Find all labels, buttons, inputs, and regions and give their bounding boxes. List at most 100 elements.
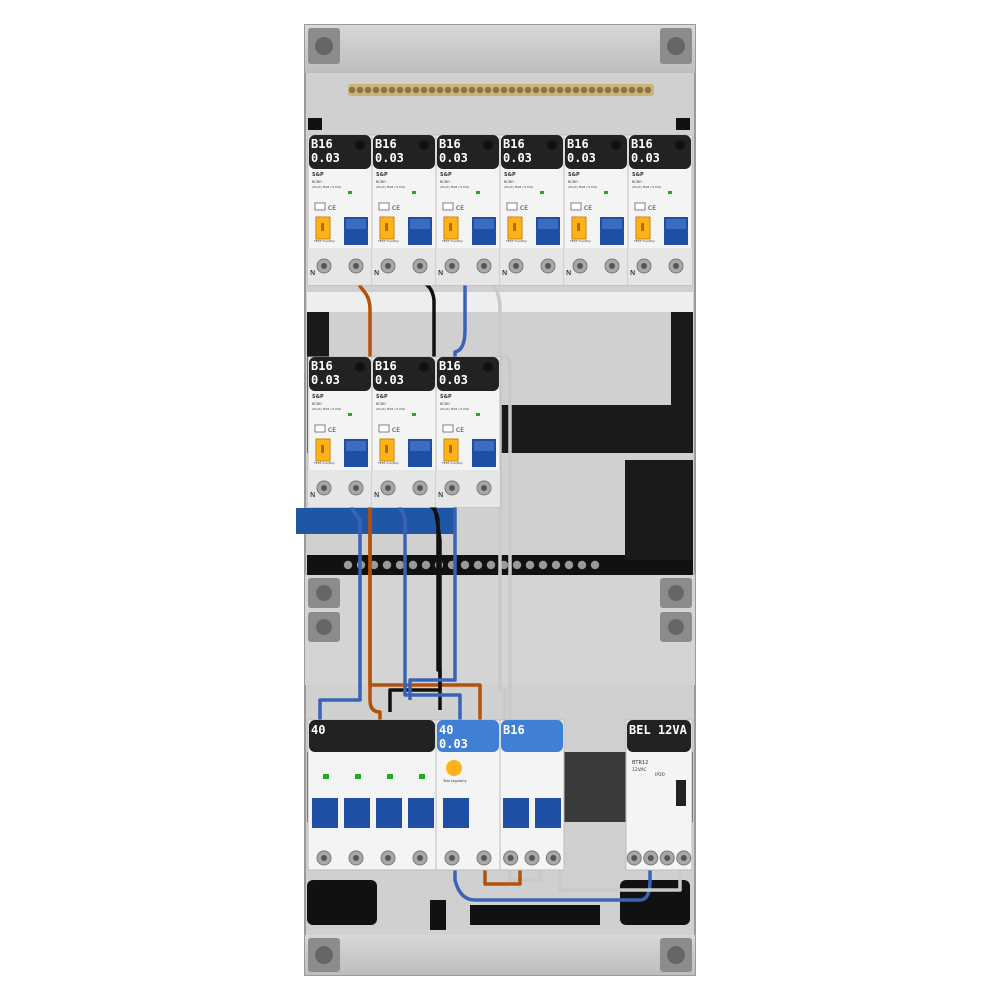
earth-screw xyxy=(382,560,392,570)
wire xyxy=(558,862,682,892)
test-monthly-label: TEST monthly xyxy=(377,461,399,465)
comb-pin xyxy=(348,86,356,94)
breaker-sensitivity: 0.03 xyxy=(311,373,340,387)
toggle-handle[interactable] xyxy=(443,798,469,828)
comb-pin xyxy=(468,86,476,94)
breaker-sensitivity: 0.03 xyxy=(503,151,532,165)
model-label: RCBO xyxy=(312,180,322,184)
brand-label: S&P xyxy=(632,172,644,178)
ce-mark: CE xyxy=(456,205,464,212)
module-rating: BEL 12VA xyxy=(629,723,688,737)
test-monthly-label: TEST monthly xyxy=(633,239,655,243)
earth-screw xyxy=(577,560,587,570)
breaker-rating: B16 xyxy=(311,137,333,151)
earth-screw xyxy=(564,560,574,570)
brand-label: S&P xyxy=(568,172,580,178)
ce-mark: CE xyxy=(328,205,336,212)
toggle-handle[interactable] xyxy=(535,798,561,828)
earth-screw xyxy=(343,560,353,570)
wire xyxy=(368,500,482,722)
comb-pin xyxy=(516,86,524,94)
neutral-label: N xyxy=(374,269,379,277)
module-rating: 40 xyxy=(439,723,453,737)
earth-screw xyxy=(512,560,522,570)
pole-handle[interactable] xyxy=(312,798,338,828)
comb-pin xyxy=(636,86,644,94)
model-label: RCBO xyxy=(632,180,642,184)
ce-mark: CE xyxy=(456,427,464,434)
breaker-rating: B16 xyxy=(631,137,653,151)
comb-pin xyxy=(372,86,380,94)
model-label: RCBO xyxy=(376,180,386,184)
bell-ip: IP20 xyxy=(655,772,665,778)
breaker-sensitivity: 0.03 xyxy=(439,373,468,387)
breaker-sensitivity: 0.03 xyxy=(375,151,404,165)
comb-pin xyxy=(532,86,540,94)
test-button[interactable] xyxy=(446,760,462,776)
pole-handle[interactable] xyxy=(408,798,434,828)
comb-pin xyxy=(572,86,580,94)
brand-label: S&P xyxy=(312,394,324,400)
corner-mount-icons xyxy=(308,28,692,972)
neutral-label: N xyxy=(502,269,507,277)
test-monthly-label: TEST monthly xyxy=(569,239,591,243)
breaker-sensitivity: 0.03 xyxy=(375,373,404,387)
comb-pin xyxy=(420,86,428,94)
breaker-rating: B16 xyxy=(439,359,461,373)
neutral-label: N xyxy=(374,491,379,499)
brand-label: S&P xyxy=(376,172,388,178)
breaker-rating: B16 xyxy=(503,137,525,151)
earth-screw xyxy=(460,560,470,570)
comb-pin xyxy=(428,86,436,94)
comb-pin xyxy=(548,86,556,94)
comb-pin xyxy=(404,86,412,94)
neutral-label: N xyxy=(438,269,443,277)
spec-label: 1P+N / B16 / 0.03A xyxy=(376,407,406,411)
pole-handle[interactable] xyxy=(376,798,402,828)
toggle-handle[interactable] xyxy=(503,798,529,828)
spec-label: 1P+N / B16 / 0.03A xyxy=(632,185,662,189)
main-switch[interactable]: 40 xyxy=(307,719,437,871)
comb-pin xyxy=(628,86,636,94)
comb-pin xyxy=(492,86,500,94)
neutral-label: N xyxy=(630,269,635,277)
comb-pin xyxy=(388,86,396,94)
comb-pin xyxy=(620,86,628,94)
bell-model: BTR12 xyxy=(632,760,648,766)
test-monthly-label: TEST monthly xyxy=(441,239,463,243)
earth-screw xyxy=(421,560,431,570)
comb-pin xyxy=(396,86,404,94)
pole-handle[interactable] xyxy=(344,798,370,828)
comb-pin xyxy=(588,86,596,94)
comb-pin xyxy=(460,86,468,94)
comb-pin xyxy=(556,86,564,94)
module-rating: 40 xyxy=(311,723,325,737)
ce-mark: CE xyxy=(392,427,400,434)
mcb[interactable]: B16 xyxy=(499,719,565,871)
breaker-rating: B16 xyxy=(375,359,397,373)
earth-screw xyxy=(551,560,561,570)
breaker-sensitivity: 0.03 xyxy=(567,151,596,165)
ce-mark: CE xyxy=(328,427,336,434)
bell-switch[interactable] xyxy=(676,780,686,806)
comb-pin xyxy=(644,86,652,94)
breaker-rating: B16 xyxy=(311,359,333,373)
neutral-link xyxy=(296,508,454,534)
wire xyxy=(356,281,382,725)
neutral-label: N xyxy=(310,269,315,277)
spec-label: 1P+N / B16 / 0.03A xyxy=(376,185,406,189)
comb-pin xyxy=(444,86,452,94)
spec-label: 1P+N / B16 / 0.03A xyxy=(440,407,470,411)
